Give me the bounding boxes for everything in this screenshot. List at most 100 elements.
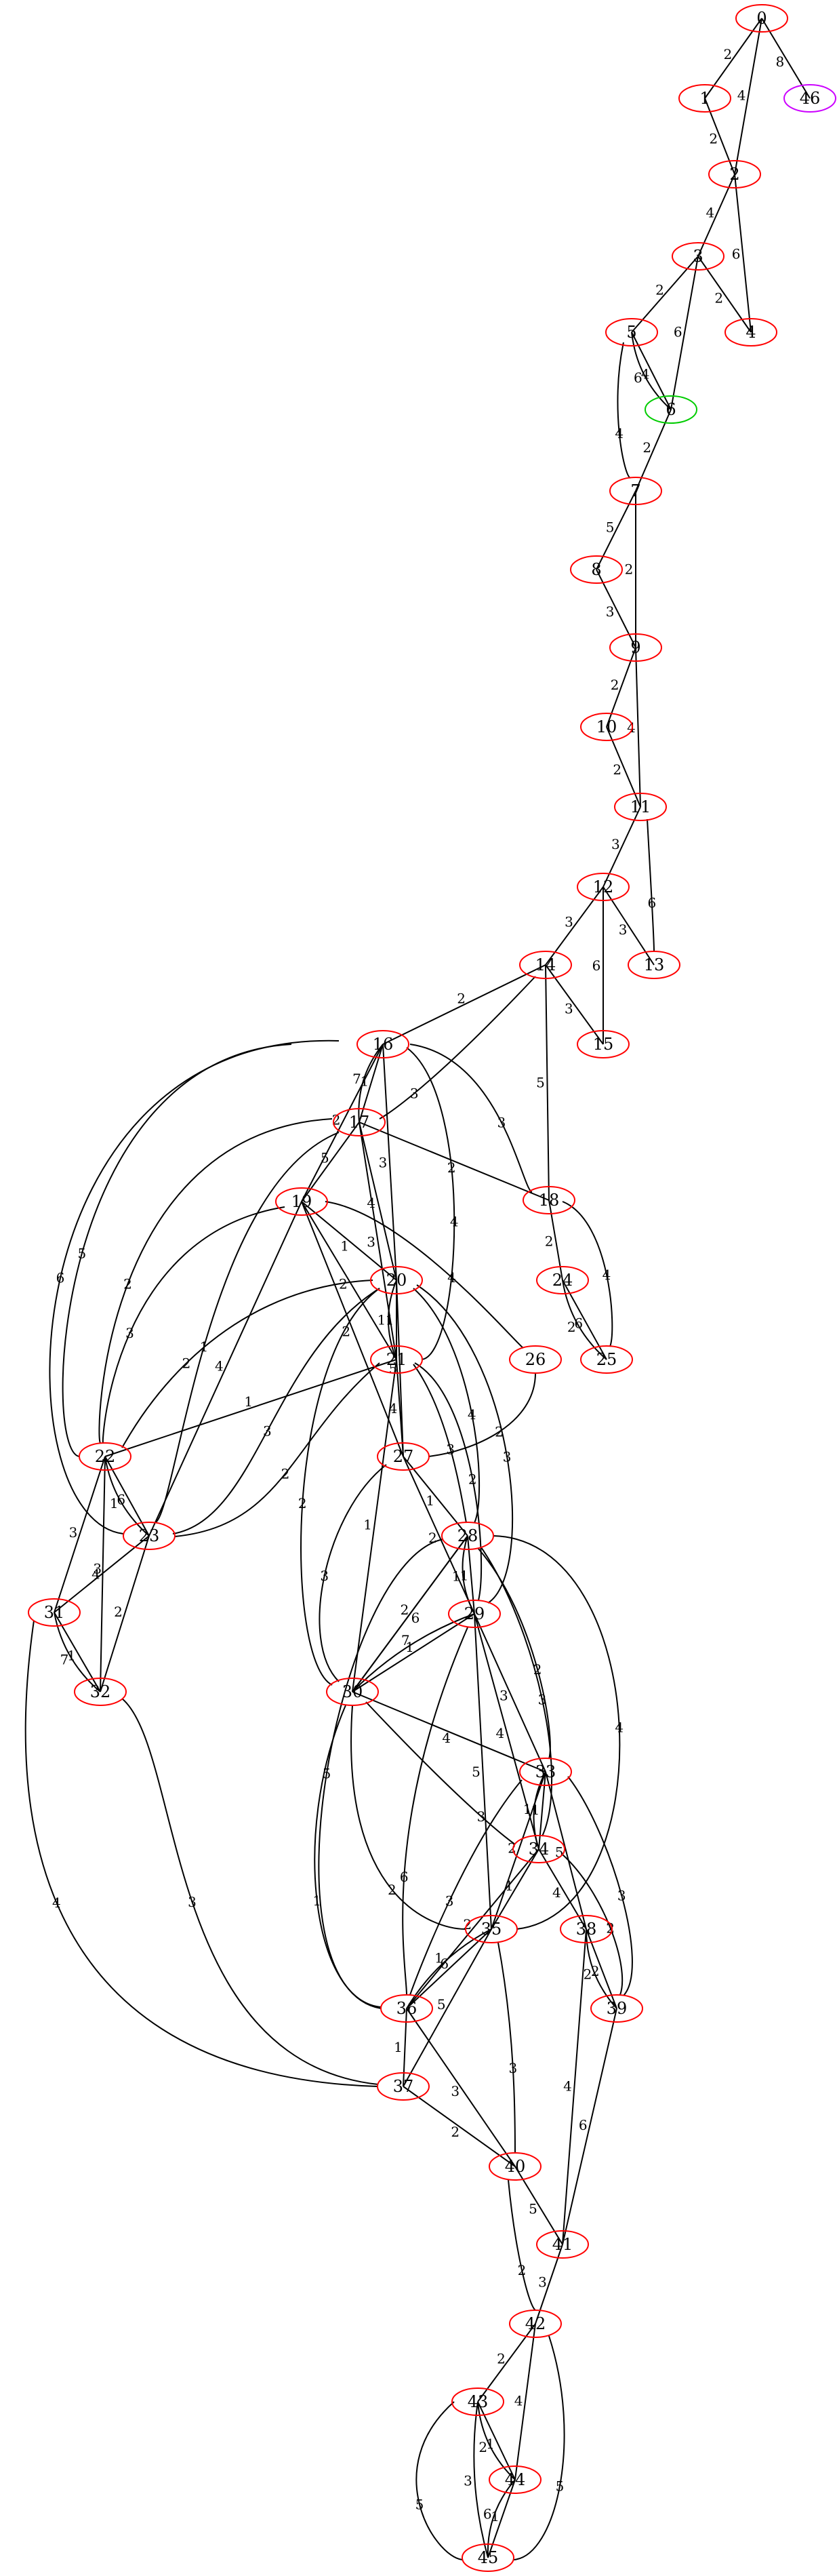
edge-20-21-1 bbox=[388, 1280, 397, 1360]
edge-weight-label: 5 bbox=[437, 1996, 446, 2013]
edge-20-30 bbox=[300, 1288, 380, 1686]
node-label: 34 bbox=[529, 1840, 550, 1859]
edge-33-34 bbox=[538, 1771, 546, 1850]
node-ellipse bbox=[448, 1600, 501, 1628]
edge-weight-label: 3 bbox=[379, 1155, 388, 1171]
node-ellipse bbox=[377, 1442, 430, 1471]
edge-weight-label: 3 bbox=[477, 1808, 486, 1825]
edge-38-41 bbox=[562, 1928, 587, 2245]
edge-weight-label: 3 bbox=[93, 1561, 102, 1577]
edge-weight-label: 1 bbox=[312, 1893, 321, 1909]
node-44: 44 bbox=[489, 2465, 542, 2494]
edge-weight-label: 1 bbox=[386, 1312, 394, 1328]
node-ellipse bbox=[333, 1108, 386, 1136]
edge-weight-label: 4 bbox=[615, 1720, 624, 1736]
node-ellipse bbox=[519, 951, 572, 979]
nodes-layer: 0123456789101112131415161718192021222324… bbox=[28, 4, 836, 2572]
edge-weight-label: 2 bbox=[655, 281, 664, 298]
node-label: 35 bbox=[481, 1920, 502, 1939]
edge-weight-label: 7 bbox=[60, 1652, 69, 1668]
edge-weight-label: 3 bbox=[497, 1114, 506, 1130]
edge-23-32 bbox=[100, 1535, 150, 1692]
node-ellipse bbox=[326, 1678, 379, 1706]
node-ellipse bbox=[356, 1030, 409, 1058]
edge-6-7 bbox=[635, 409, 672, 492]
edge-weight-label: 3 bbox=[619, 922, 628, 938]
edge-2-4 bbox=[734, 174, 752, 333]
edge-3-4 bbox=[697, 256, 752, 333]
node-15: 15 bbox=[577, 1030, 630, 1058]
edge-5-7 bbox=[617, 342, 631, 479]
node-40: 40 bbox=[489, 2152, 542, 2181]
edge-weight-label: 4 bbox=[706, 204, 715, 220]
node-label: 36 bbox=[396, 1999, 417, 2018]
edge-weight-label: 2 bbox=[342, 1324, 350, 1340]
edge-weight-label: 5 bbox=[78, 1246, 87, 1262]
edge-2-3 bbox=[697, 174, 735, 257]
node-16: 16 bbox=[356, 1030, 409, 1058]
node-label: 1 bbox=[699, 89, 710, 108]
edge-19-26 bbox=[325, 1201, 524, 1349]
edge-weight-label: 2 bbox=[401, 1602, 409, 1618]
edge-weight-label: 6 bbox=[574, 1315, 583, 1331]
edge-19-21 bbox=[301, 1201, 397, 1360]
edge-40-41 bbox=[514, 2166, 563, 2245]
edge-labels-layer: 2482462264642523242363632335173234562543… bbox=[52, 46, 784, 2524]
node-10: 10 bbox=[580, 713, 633, 741]
edge-weight-label: 1 bbox=[505, 1878, 514, 1894]
edge-42-45 bbox=[513, 2335, 565, 2560]
edge-17-22 bbox=[98, 1118, 333, 1444]
node-32: 32 bbox=[74, 1678, 127, 1706]
node-label: 12 bbox=[593, 877, 614, 896]
edge-36-40 bbox=[406, 2008, 516, 2167]
node-ellipse bbox=[523, 1186, 575, 1214]
edge-43-45 bbox=[415, 2401, 463, 2560]
edge-weight-label: 3 bbox=[617, 1887, 626, 1903]
node-ellipse bbox=[275, 1187, 328, 1216]
node-label: 10 bbox=[596, 717, 617, 736]
node-ellipse bbox=[580, 713, 633, 741]
edge-weight-label: 1 bbox=[426, 1492, 434, 1509]
node-label: 17 bbox=[349, 1113, 370, 1132]
edge-weight-label: 1 bbox=[452, 1568, 461, 1584]
edge-weight-label: 3 bbox=[503, 1449, 512, 1465]
edge-1-2 bbox=[704, 98, 735, 175]
edge-35-36-1 bbox=[406, 1928, 492, 2009]
edge-weight-label: 3 bbox=[320, 1568, 329, 1584]
edge-weight-label: 1 bbox=[363, 1517, 372, 1533]
edge-weight-label: 6 bbox=[411, 1610, 420, 1626]
node-42: 42 bbox=[509, 2310, 562, 2338]
edge-20-22 bbox=[121, 1280, 373, 1448]
node-31: 31 bbox=[28, 1598, 81, 1627]
edge-32-37 bbox=[121, 1698, 379, 2085]
node-ellipse bbox=[570, 555, 623, 584]
edge-28-33 bbox=[477, 1547, 551, 1760]
edge-weight-label: 6 bbox=[732, 246, 741, 262]
edge-24-25-1 bbox=[562, 1280, 607, 1360]
edge-11-13 bbox=[647, 818, 655, 952]
edge-16-23 bbox=[49, 1039, 340, 1534]
node-ellipse bbox=[519, 1758, 572, 1786]
edge-weight-label: 3 bbox=[410, 1086, 419, 1102]
edge-30-36 bbox=[314, 1705, 382, 2008]
edge-weight-label: 4 bbox=[367, 1195, 375, 1211]
edge-weight-label: 5 bbox=[323, 1765, 331, 1781]
edge-weight-label: 2 bbox=[613, 761, 621, 778]
node-label: 28 bbox=[457, 1526, 478, 1545]
node-33: 33 bbox=[519, 1758, 572, 1786]
edge-weight-label: 6 bbox=[674, 323, 682, 340]
node-label: 22 bbox=[95, 1447, 116, 1466]
edge-43-45-1 bbox=[473, 2401, 489, 2558]
node-ellipse bbox=[489, 2152, 542, 2181]
edge-34-39 bbox=[562, 1854, 624, 1996]
edge-35-40 bbox=[497, 1942, 516, 2154]
edge-weight-label: 1 bbox=[67, 1648, 76, 1664]
node-label: 5 bbox=[626, 323, 636, 342]
node-ellipse bbox=[560, 1915, 613, 1943]
edge-weight-label: 5 bbox=[472, 1764, 481, 1780]
node-20: 20 bbox=[370, 1266, 423, 1294]
edge-33-39 bbox=[567, 1776, 633, 1996]
node-38: 38 bbox=[560, 1915, 613, 1943]
node-1: 1 bbox=[678, 84, 731, 113]
edge-30-35 bbox=[350, 1705, 466, 1930]
